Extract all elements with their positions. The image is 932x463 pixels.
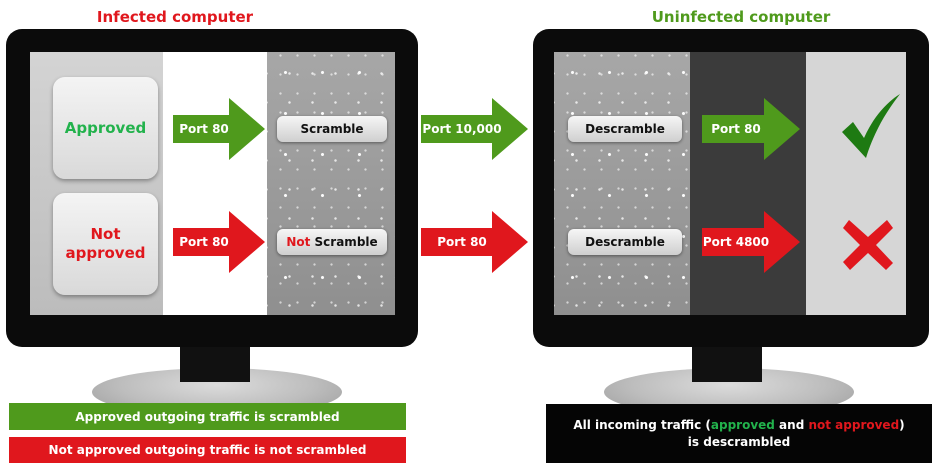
scramble-pill: Scramble xyxy=(277,116,387,142)
caption-not-approved-word: not approved xyxy=(808,417,900,432)
not-approved-label: Not approved xyxy=(65,225,146,262)
uninfected-computer-title: Uninfected computer xyxy=(651,8,831,26)
left-screen-noise-panel xyxy=(267,52,395,315)
middle-top-port-label: Port 10,000 xyxy=(422,122,502,136)
left-top-port-label: Port 80 xyxy=(179,122,229,136)
left-screen-white-panel xyxy=(163,52,267,315)
not-scramble-pill: Not Scramble xyxy=(277,229,387,255)
left-bottom-port-arrow: Port 80 xyxy=(173,211,265,273)
right-top-port-arrow: Port 80 xyxy=(702,98,800,160)
caption-approved-word: approved xyxy=(710,417,775,432)
right-top-port-label: Port 80 xyxy=(711,122,761,136)
check-icon xyxy=(842,94,900,158)
not-approved-box: Not approved xyxy=(53,193,158,295)
middle-bottom-port-label: Port 80 xyxy=(437,235,487,249)
left-top-port-arrow: Port 80 xyxy=(173,98,265,160)
descramble-pill-bottom: Descramble xyxy=(568,229,682,255)
right-screen-noise-panel xyxy=(554,52,690,315)
approved-label: Approved xyxy=(64,118,147,137)
left-bottom-port-label: Port 80 xyxy=(179,235,229,249)
not-scramble-prefix: Not xyxy=(286,235,311,249)
not-approved-caption-banner: Not approved outgoing traffic is not scr… xyxy=(9,437,406,463)
left-monitor-stand xyxy=(180,340,250,382)
infected-computer-title: Infected computer xyxy=(96,8,254,26)
right-screen-light-panel xyxy=(806,52,906,315)
middle-top-port-arrow: Port 10,000 xyxy=(421,98,528,160)
not-scramble-suffix: Scramble xyxy=(310,235,378,249)
right-bottom-port-arrow: Port 4800 xyxy=(702,211,800,273)
cross-icon xyxy=(843,220,893,270)
approved-caption-banner: Approved outgoing traffic is scrambled xyxy=(9,403,406,430)
right-monitor-stand xyxy=(692,340,762,382)
middle-bottom-port-arrow: Port 80 xyxy=(421,211,528,273)
right-bottom-port-label: Port 4800 xyxy=(702,235,770,249)
descramble-pill-top: Descramble xyxy=(568,116,682,142)
incoming-traffic-caption: All incoming traffic (approved and not a… xyxy=(546,404,932,463)
approved-box: Approved xyxy=(53,77,158,179)
right-screen-dark-panel xyxy=(690,52,806,315)
